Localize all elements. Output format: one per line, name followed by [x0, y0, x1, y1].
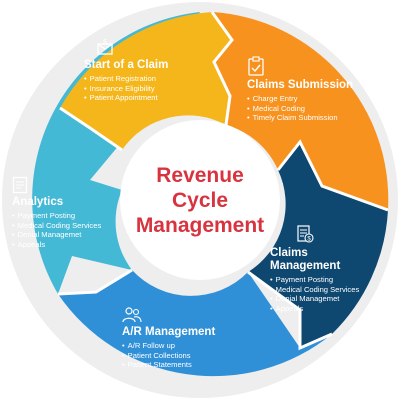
- list-item: Insurance Eligibility: [84, 84, 168, 94]
- list-item: Medical Coding Services: [270, 285, 360, 295]
- segment-analytics-content: Analytics Payment Posting Medical Coding…: [12, 176, 101, 249]
- segment-analytics-title: Analytics: [12, 196, 64, 208]
- people-icon: [122, 307, 142, 323]
- center-title-line-3: Management: [135, 213, 265, 237]
- segment-submission-list: Charge Entry Medical Coding Timely Claim…: [247, 94, 353, 123]
- list-item: Appeals: [270, 304, 359, 314]
- svg-text:$: $: [103, 39, 107, 46]
- segment-claims-title-2: Management: [270, 260, 341, 272]
- list-item: Patient Statements: [122, 360, 215, 370]
- list-item: Charge Entry: [247, 94, 353, 104]
- list-item: Medical Coding: [247, 104, 353, 114]
- segment-ar-title: A/R Management: [122, 326, 216, 338]
- segment-analytics-list: Payment Posting Medical Coding Services …: [12, 211, 102, 250]
- segment-claims-content: $ Claims Management Payment Posting Medi…: [270, 224, 359, 313]
- list-item: Denial Managemet: [12, 230, 101, 240]
- list-item: Timely Claim Submission: [247, 113, 353, 123]
- list-item: Payment Posting: [270, 275, 359, 285]
- center-title: Revenue Cycle Management: [120, 140, 280, 260]
- segment-claims-title-1: Claims: [270, 247, 308, 259]
- envelope-dollar-icon: $: [97, 39, 113, 55]
- segment-start-title: Start of a Claim: [84, 59, 169, 71]
- segment-start-content: $ Start of a Claim Patient Registration …: [84, 38, 168, 103]
- list-item: Denial Managemet: [270, 294, 359, 304]
- segment-start-list: Patient Registration Insurance Eligibili…: [84, 74, 168, 103]
- center-title-line-2: Cycle: [171, 188, 229, 212]
- document-dollar-icon: $: [297, 225, 314, 243]
- clipboard-check-icon: [248, 56, 264, 76]
- center-circle: [120, 120, 280, 280]
- svg-text:$: $: [307, 237, 311, 243]
- segment-claims-list: Payment Posting Medical Coding Services …: [270, 275, 360, 314]
- center-title-line-1: Revenue: [156, 163, 244, 187]
- segment-ar-content: A/R Management A/R Follow up Patient Col…: [122, 306, 215, 370]
- list-item: A/R Follow up: [122, 341, 215, 351]
- list-item: Payment Posting: [12, 211, 101, 221]
- list-item: Patient Appointment: [84, 93, 168, 103]
- list-item: Patient Collections: [122, 351, 215, 361]
- list-item: Medical Coding Services: [12, 221, 102, 231]
- segment-submission-title: Claims Submission: [247, 79, 354, 91]
- list-item: Appeals: [12, 240, 101, 250]
- report-icon: [12, 176, 28, 194]
- segment-ar-list: A/R Follow up Patient Collections Patien…: [122, 341, 215, 370]
- segment-submission-content: Claims Submission Charge Entry Medical C…: [247, 56, 353, 123]
- list-item: Patient Registration: [84, 74, 168, 84]
